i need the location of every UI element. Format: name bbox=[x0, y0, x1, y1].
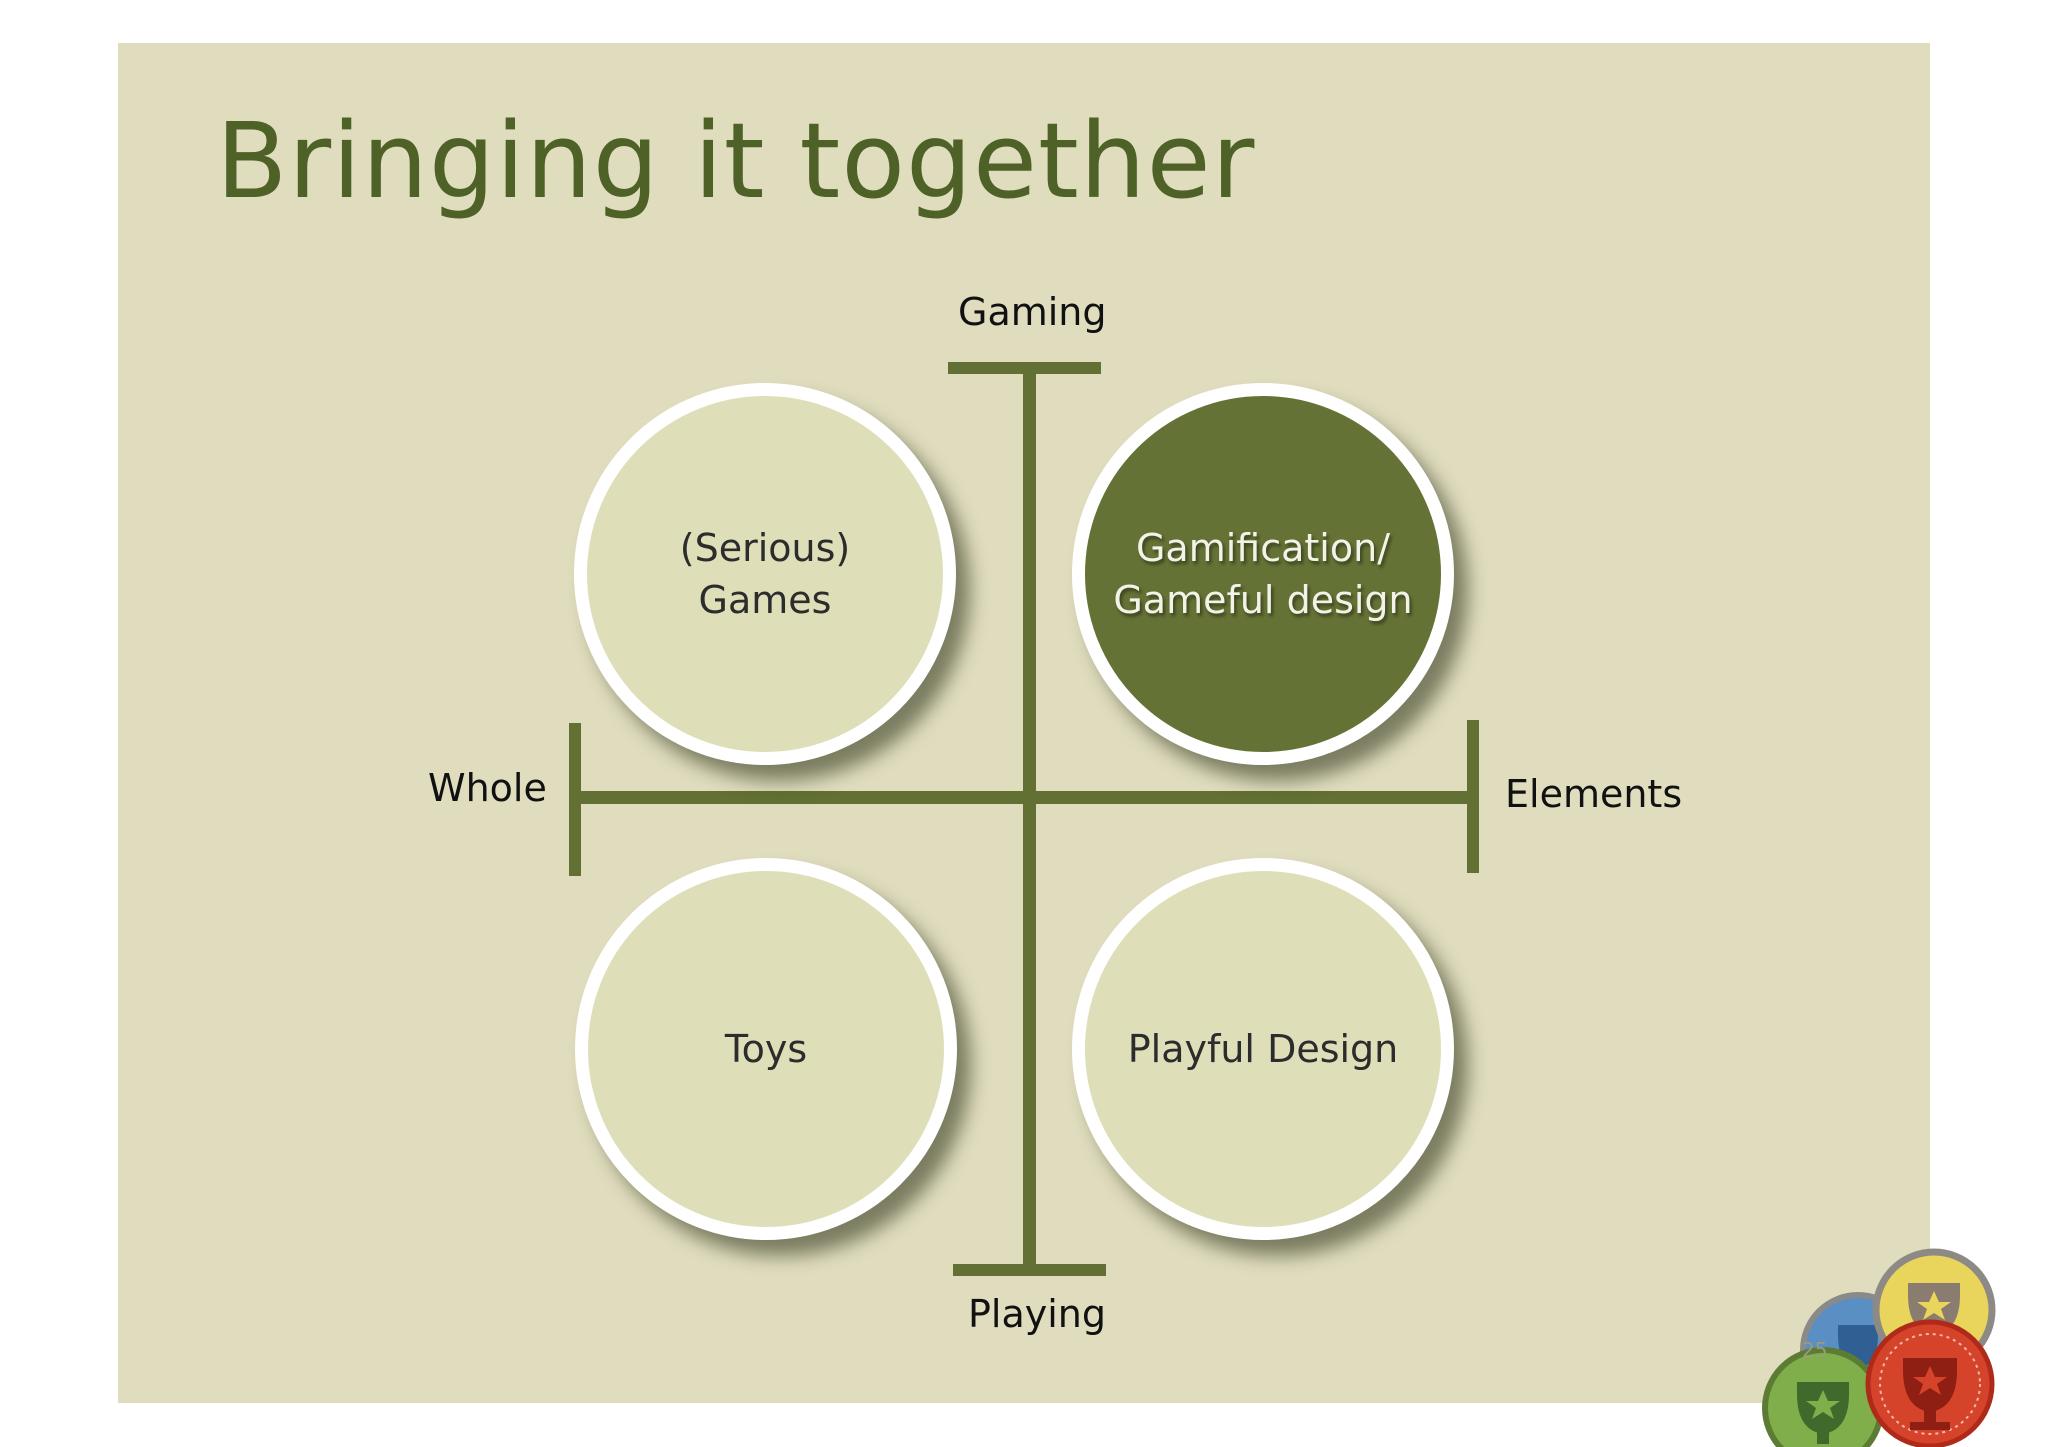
axis-label-elements: Elements bbox=[1505, 772, 1683, 816]
horizontal-axis-right-cap bbox=[1467, 720, 1479, 873]
quadrant-serious-games-label: (Serious) Games bbox=[679, 526, 851, 622]
page-number: 25 bbox=[1802, 1338, 1828, 1362]
quadrant-gamification-label: Gamification/ Gameful design bbox=[1113, 526, 1413, 622]
vertical-axis-top-cap bbox=[948, 362, 1101, 374]
axis-label-gaming: Gaming bbox=[958, 290, 1107, 334]
axis-label-whole: Whole bbox=[428, 766, 547, 810]
quadrant-toys-label: Toys bbox=[724, 1027, 808, 1071]
slide-title: Bringing it together bbox=[216, 100, 1256, 222]
horizontal-axis bbox=[574, 791, 1474, 804]
axis-label-playing: Playing bbox=[968, 1292, 1107, 1336]
quadrant-playful-design-label: Playful Design bbox=[1127, 1027, 1399, 1071]
red-trophy-badge-icon bbox=[1865, 1319, 1995, 1447]
vertical-axis-bottom-cap bbox=[953, 1264, 1106, 1276]
horizontal-axis-left-cap bbox=[569, 723, 581, 876]
vertical-axis bbox=[1023, 366, 1036, 1271]
quadrant-serious-games: (Serious) Games bbox=[574, 383, 956, 765]
green-trophy-badge-icon bbox=[1762, 1347, 1884, 1447]
